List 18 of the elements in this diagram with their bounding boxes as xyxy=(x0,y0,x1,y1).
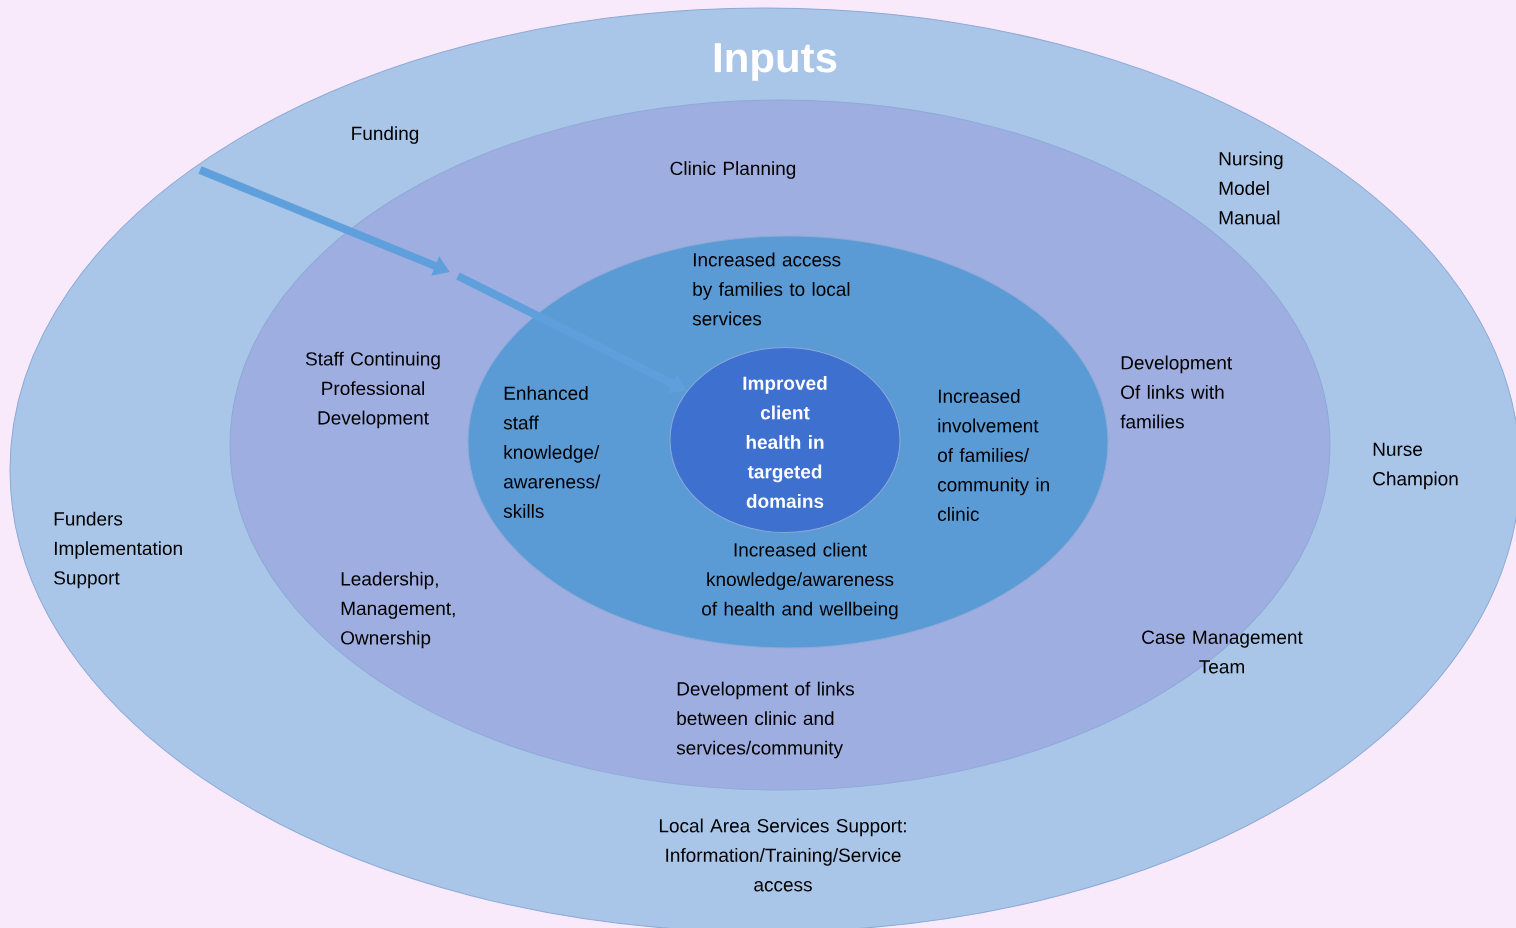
ring-label: Nursing Model Manual xyxy=(1219,151,1283,225)
node-label: Improved client health in targeted domains xyxy=(743,376,827,508)
ring-label: Funding xyxy=(352,126,419,144)
ring-label: Increased client knowledge/awareness of health and wellbeing xyxy=(702,542,898,620)
ring-label: Funders Implementation Support xyxy=(54,511,182,589)
ring-label: Leadership, Management, Ownership xyxy=(341,571,455,649)
center-circle xyxy=(669,347,901,533)
ring-label: Clinic Planning xyxy=(670,161,796,179)
title: Inputs xyxy=(714,43,837,81)
ring-label: Development of links between clinic and services/community xyxy=(676,681,854,759)
ring-label: Local Area Services Support: Information/Training/Service access xyxy=(659,818,906,892)
ring-label: Development Of links with families xyxy=(1120,355,1232,429)
ring-label: Staff Continuing Professional Development xyxy=(305,351,440,429)
ring-label: Nurse Champion xyxy=(1373,442,1458,490)
ring-label: Enhanced staff knowledge/ awareness/ skills xyxy=(503,386,601,518)
ring-label: Increased involvement of families/ community in clinic xyxy=(938,389,1049,521)
ring-label: Increased access by families to local services xyxy=(692,252,850,326)
ring-label: Case Management Team xyxy=(1142,630,1303,674)
